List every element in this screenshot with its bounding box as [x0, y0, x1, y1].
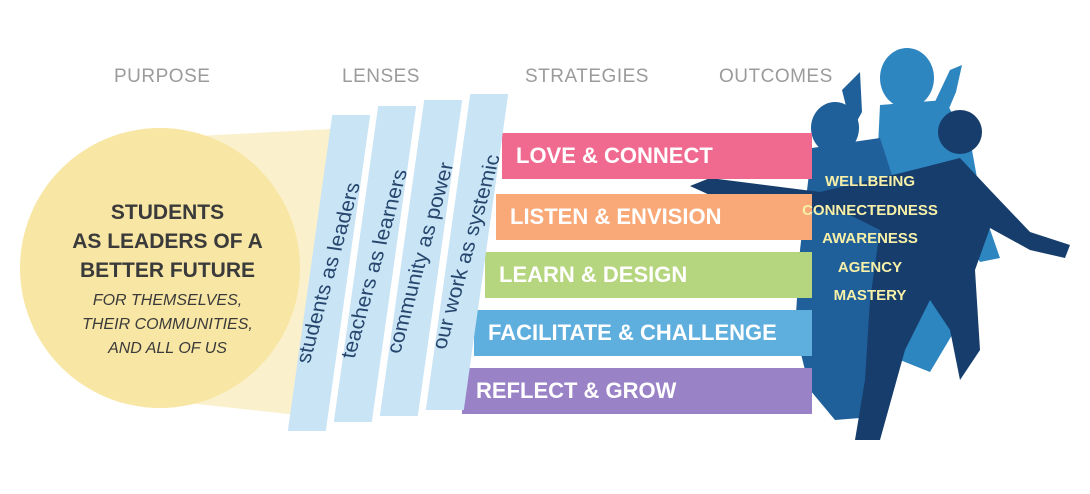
strategy-listen-envision: LISTEN & ENVISION [496, 194, 812, 240]
purpose-statement: STUDENTS AS LEADERS OF A BETTER FUTURE F… [40, 198, 295, 361]
students-silhouette [690, 48, 1070, 440]
purpose-sub-line: THEIR COMMUNITIES, [82, 316, 253, 333]
purpose-main-line: BETTER FUTURE [80, 259, 255, 282]
outcome-connectedness: CONNECTEDNESS [802, 201, 938, 219]
strategy-learn-design: LEARN & DESIGN [485, 252, 812, 298]
purpose-circle [20, 128, 300, 408]
outcomes-list: WELLBEING CONNECTEDNESS AWARENESS AGENCY… [780, 168, 960, 311]
purpose-sub-line: AND ALL OF US [108, 340, 227, 357]
strategy-reflect-grow: REFLECT & GROW [462, 368, 812, 414]
silhouette-front-figure [690, 110, 1070, 440]
header-outcomes: OUTCOMES [719, 66, 833, 87]
outcome-awareness: AWARENESS [822, 230, 918, 247]
purpose-main-line: STUDENTS [110, 201, 225, 224]
strategy-love-connect: LOVE & CONNECT [502, 133, 812, 179]
outcome-mastery: MASTERY [833, 287, 907, 304]
header-lenses: LENSES [342, 66, 420, 87]
purpose-main-line: AS LEADERS OF A [72, 230, 263, 253]
purpose-sub-text: FOR THEMSELVES, THEIR COMMUNITIES, AND A… [40, 289, 295, 361]
header-strategies: STRATEGIES [525, 66, 649, 87]
header-purpose: PURPOSE [114, 66, 211, 87]
purpose-main-text: STUDENTS AS LEADERS OF A BETTER FUTURE [40, 198, 295, 285]
strategy-facilitate-challenge: FACILITATE & CHALLENGE [474, 310, 812, 356]
purpose-sub-line: FOR THEMSELVES, [92, 292, 243, 309]
outcome-agency: AGENCY [837, 258, 903, 276]
outcome-wellbeing: WELLBEING [825, 173, 915, 190]
